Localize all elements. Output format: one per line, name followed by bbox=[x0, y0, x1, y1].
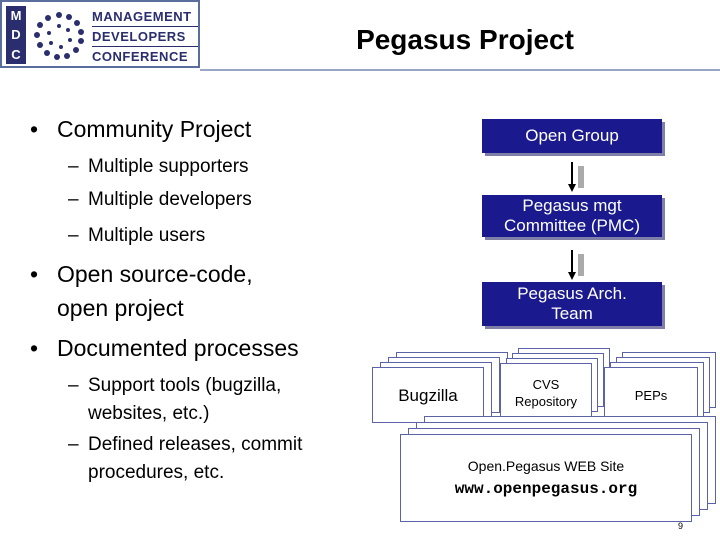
pmc-label-line2: Committee (PMC) bbox=[503, 216, 640, 235]
sub-bullet-text-line1: Defined releases, commit bbox=[88, 434, 303, 455]
sub-bullet-dash: – bbox=[68, 225, 79, 246]
pmc-box: Pegasus mgt Committee (PMC) bbox=[482, 195, 662, 237]
stack-sheet bbox=[400, 434, 692, 522]
logo-dot-ring-icon bbox=[34, 12, 84, 60]
pmc-label-line1: Pegasus mgt bbox=[522, 196, 622, 215]
arch-team-label-line2: Team bbox=[551, 304, 593, 323]
peps-stack: PEPs bbox=[604, 352, 718, 424]
mdc-logo: M D C MANAGEMENT DEVELOPERS CONFERENCE bbox=[0, 0, 200, 68]
stack-sheet bbox=[604, 367, 698, 423]
stack-sheet bbox=[500, 363, 592, 417]
website-title: Open.Pegasus WEB Site bbox=[467, 458, 625, 474]
cvs-label: CVS Repository bbox=[500, 376, 592, 410]
sub-bullet-text-line1: Support tools (bugzilla, bbox=[88, 375, 282, 396]
logo-letter-m: M bbox=[10, 8, 22, 24]
logo-letters: M D C bbox=[6, 6, 26, 64]
logo-letter-c: C bbox=[11, 46, 21, 62]
sub-bullet-text: Multiple supporters bbox=[88, 156, 249, 177]
logo-word-management: MANAGEMENT bbox=[92, 7, 198, 27]
sub-bullet-text: Multiple users bbox=[88, 225, 206, 246]
bullet-dot: • bbox=[30, 116, 39, 142]
sub-bullet-dash: – bbox=[68, 156, 79, 177]
cvs-stack: CVS Repository bbox=[500, 348, 612, 418]
arrow-down-icon bbox=[568, 162, 584, 192]
bugzilla-stack: Bugzilla bbox=[372, 352, 512, 424]
arrow-down-icon bbox=[568, 250, 584, 280]
bugzilla-label: Bugzilla bbox=[398, 386, 458, 405]
website-url-link[interactable]: www.openpegasus.org bbox=[454, 480, 638, 498]
arch-team-box: Pegasus Arch. Team bbox=[482, 282, 662, 326]
cvs-label-line2: Repository bbox=[514, 394, 578, 409]
cvs-label-line1: CVS bbox=[532, 377, 560, 392]
page-number: 9 bbox=[678, 521, 684, 531]
sub-bullet-text-line2: websites, etc.) bbox=[88, 403, 210, 424]
logo-word-developers: DEVELOPERS bbox=[92, 27, 198, 47]
open-group-label: Open Group bbox=[525, 126, 619, 145]
arch-team-label-line1: Pegasus Arch. bbox=[517, 284, 627, 303]
website-stack: Open.Pegasus WEB Site www.openpegasus.or… bbox=[400, 416, 718, 528]
logo-letter-d: D bbox=[11, 27, 21, 43]
bullet-text-line1: Open source-code, bbox=[57, 261, 253, 287]
logo-word-conference: CONFERENCE bbox=[92, 49, 189, 64]
bullet-dot: • bbox=[30, 335, 39, 361]
bullet-dot: • bbox=[30, 261, 39, 287]
bullet-text-line2: open project bbox=[57, 295, 184, 321]
sub-bullet-dash: – bbox=[68, 375, 79, 396]
logo-wordmark: MANAGEMENT DEVELOPERS CONFERENCE bbox=[92, 7, 198, 66]
sub-bullet-dash: – bbox=[68, 434, 79, 455]
sub-bullet-text-line2: procedures, etc. bbox=[88, 462, 225, 483]
bullet-text: Community Project bbox=[57, 116, 252, 142]
bullet-text: Documented processes bbox=[57, 335, 299, 361]
slide-title: Pegasus Project bbox=[356, 24, 574, 55]
sub-bullet-text: Multiple developers bbox=[88, 189, 252, 210]
peps-label: PEPs bbox=[634, 388, 668, 403]
sub-bullet-dash: – bbox=[68, 189, 79, 210]
open-group-box: Open Group bbox=[482, 119, 662, 153]
header-divider bbox=[200, 69, 720, 71]
